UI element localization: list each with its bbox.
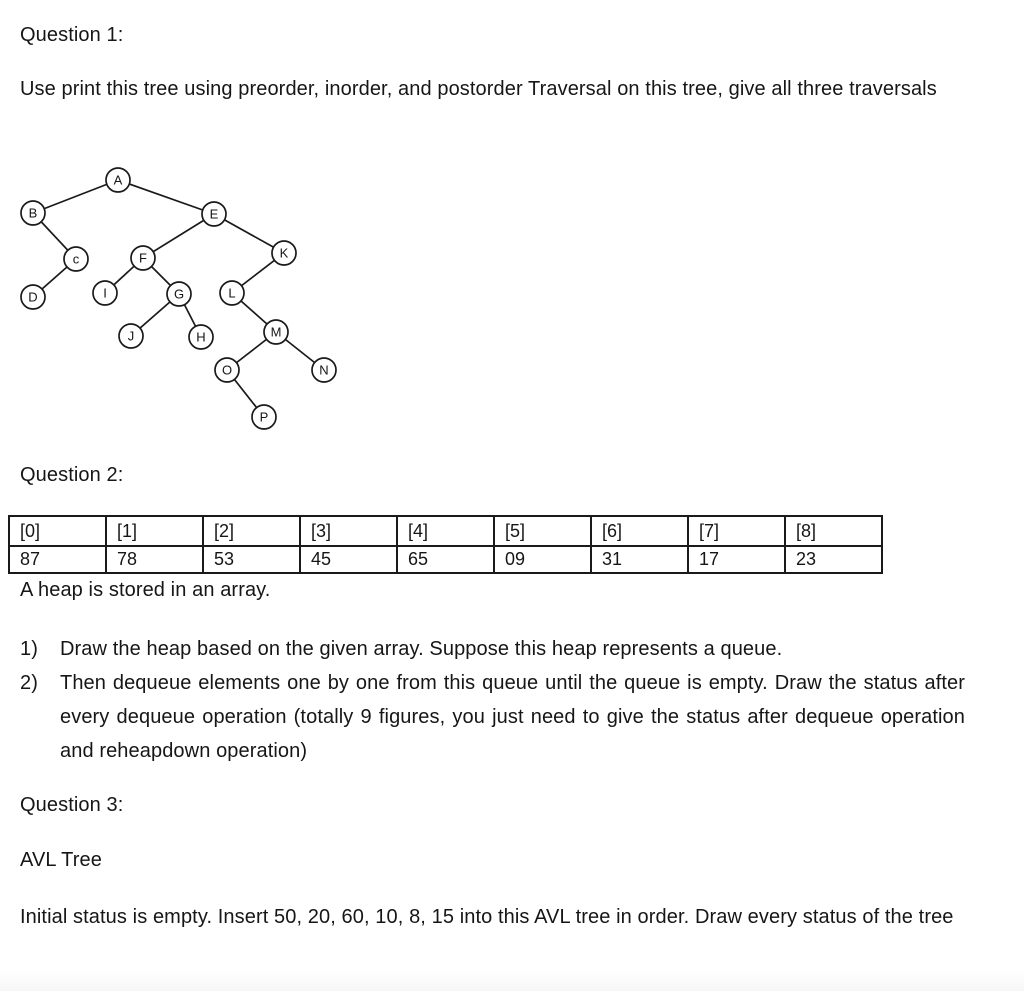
tree-node-label-E: E xyxy=(210,207,219,222)
tree-node-N xyxy=(311,357,337,383)
tree-node-label-D: D xyxy=(28,290,37,305)
list-item-number: 1) xyxy=(20,638,38,660)
heap-value-cell-8: 23 xyxy=(784,545,883,574)
question1-heading: Question 1: xyxy=(20,24,124,46)
tree-node-label-B: B xyxy=(29,206,38,221)
tree-edge-A-E xyxy=(117,179,215,215)
tree-node-E xyxy=(201,201,227,227)
tree-node-A xyxy=(105,167,131,193)
tree-node-label-O: O xyxy=(222,363,232,378)
heap-value-cell-7: 17 xyxy=(687,545,786,574)
heap-value-cell-2: 53 xyxy=(202,545,301,574)
tree-node-J xyxy=(118,323,144,349)
list-item-text: Then dequeue elements one by one from th… xyxy=(60,672,965,762)
heap-value-cell-6: 31 xyxy=(590,545,689,574)
tree-node-K xyxy=(271,240,297,266)
tree-node-label-A: A xyxy=(114,173,123,188)
question3-text: Initial status is empty. Insert 50, 20, … xyxy=(20,906,954,928)
tree-node-label-J: J xyxy=(128,329,135,344)
tree-edge-E-K xyxy=(213,213,285,254)
heap-index-cell-5: [5] xyxy=(493,515,592,547)
heap-index-cell-8: [8] xyxy=(784,515,883,547)
avl-tree-subheading: AVL Tree xyxy=(20,849,102,871)
question1-text: Use print this tree using preorder, inor… xyxy=(20,78,937,100)
tree-node-label-N: N xyxy=(319,363,328,378)
tree-node-label-C: c xyxy=(73,252,80,267)
heap-caption: A heap is stored in an array. xyxy=(20,579,271,601)
list-item-1: 1) Draw the heap based on the given arra… xyxy=(20,632,965,666)
tree-node-M xyxy=(263,319,289,345)
tree-node-F xyxy=(130,245,156,271)
tree-node-label-M: M xyxy=(271,325,282,340)
binary-tree-diagram: A B Ec F K D I G L J H M O N P xyxy=(20,167,337,430)
heap-index-cell-7: [7] xyxy=(687,515,786,547)
tree-node-label-F: F xyxy=(139,251,147,266)
tree-node-G xyxy=(166,281,192,307)
tree-node-B xyxy=(20,200,46,226)
tree-node-D xyxy=(20,284,46,310)
heap-index-cell-0: [0] xyxy=(8,515,107,547)
list-item-text: Draw the heap based on the given array. … xyxy=(60,638,783,660)
question2-heading: Question 2: xyxy=(20,464,124,486)
list-item-2: 2) Then dequeue elements one by one from… xyxy=(20,666,965,768)
heap-index-cell-3: [3] xyxy=(299,515,398,547)
question3-heading: Question 3: xyxy=(20,794,124,816)
heap-value-cell-1: 78 xyxy=(105,545,204,574)
heap-value-cell-0: 87 xyxy=(8,545,107,574)
tree-node-label-G: G xyxy=(174,287,184,302)
page-bottom-edge xyxy=(0,969,1024,991)
heap-index-cell-1: [1] xyxy=(105,515,204,547)
tree-node-label-P: P xyxy=(260,410,269,425)
tree-node-label-K: K xyxy=(280,246,289,261)
list-item-number: 2) xyxy=(20,672,38,694)
tree-node-H xyxy=(188,324,214,350)
heap-index-cell-6: [6] xyxy=(590,515,689,547)
tree-node-label-L: L xyxy=(228,286,235,301)
heap-value-cell-3: 45 xyxy=(299,545,398,574)
heap-index-cell-2: [2] xyxy=(202,515,301,547)
heap-value-cell-5: 09 xyxy=(493,545,592,574)
tree-node-P xyxy=(251,404,277,430)
heap-value-cell-4: 65 xyxy=(396,545,495,574)
tree-edge-A-B xyxy=(32,179,119,214)
tree-edge-E-F xyxy=(142,213,215,259)
tree-node-I xyxy=(92,280,118,306)
tree-node-label-I: I xyxy=(103,286,107,301)
tree-node-O xyxy=(214,357,240,383)
tree-node-L xyxy=(219,280,245,306)
question2-list: 1) Draw the heap based on the given arra… xyxy=(20,632,965,768)
tree-node-C xyxy=(63,246,89,272)
tree-node-label-H: H xyxy=(196,330,205,345)
heap-index-cell-4: [4] xyxy=(396,515,495,547)
